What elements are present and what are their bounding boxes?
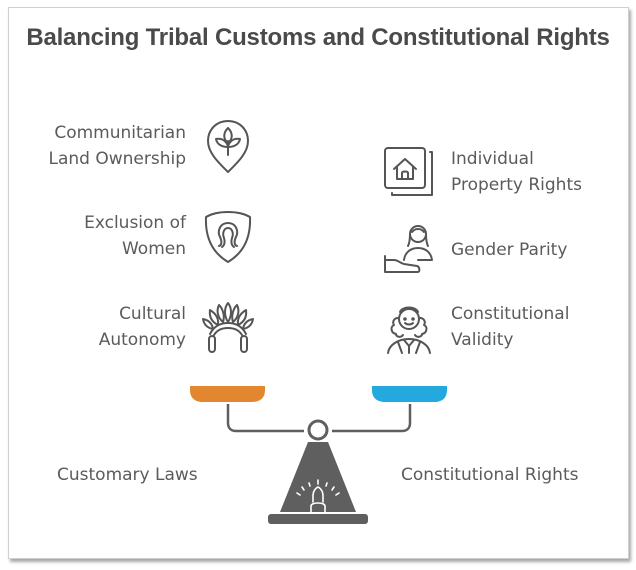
right-item-individual-property: Individual Property Rights [451, 146, 582, 198]
item-label-line1: Gender Parity [451, 240, 568, 260]
judge-icon [384, 300, 434, 356]
item-label-line1: Cultural [119, 304, 186, 324]
right-item-gender-parity: Gender Parity [451, 237, 567, 263]
shield-woman-icon [203, 209, 253, 265]
woman-hand-icon [382, 220, 440, 276]
headdress-icon [200, 300, 256, 354]
left-item-cultural-autonomy: Cultural Autonomy [99, 301, 186, 353]
item-label-line2: Validity [451, 330, 514, 350]
left-arm [226, 404, 304, 433]
left-item-communitarian-land: Communitarian Land Ownership [48, 120, 186, 172]
scale-base [268, 514, 368, 524]
left-pan [190, 386, 265, 402]
leaf-pin-icon [205, 117, 251, 175]
left-item-exclusion-of-women: Exclusion of Women [84, 210, 186, 262]
right-arm [332, 404, 412, 433]
scale-stand [280, 442, 356, 512]
diagram-title: Balancing Tribal Customs and Constitutio… [26, 24, 610, 51]
item-label-line1: Constitutional [451, 304, 570, 324]
item-label-line1: Exclusion of [84, 213, 186, 233]
stand-emblem [296, 479, 340, 513]
right-pan [372, 386, 447, 402]
customary-laws-label: Customary Laws [57, 465, 198, 485]
item-label-line2: Women [121, 239, 186, 259]
house-card-icon [382, 145, 438, 201]
item-label-line2: Land Ownership [48, 149, 186, 169]
pivot [307, 419, 329, 441]
right-item-constitutional-validity: Constitutional Validity [451, 301, 569, 353]
item-label-line2: Property Rights [451, 175, 582, 195]
item-label-line1: Individual [451, 149, 534, 169]
item-label-line1: Communitarian [54, 123, 186, 143]
constitutional-rights-label: Constitutional Rights [401, 465, 579, 485]
item-label-line2: Autonomy [98, 330, 186, 350]
